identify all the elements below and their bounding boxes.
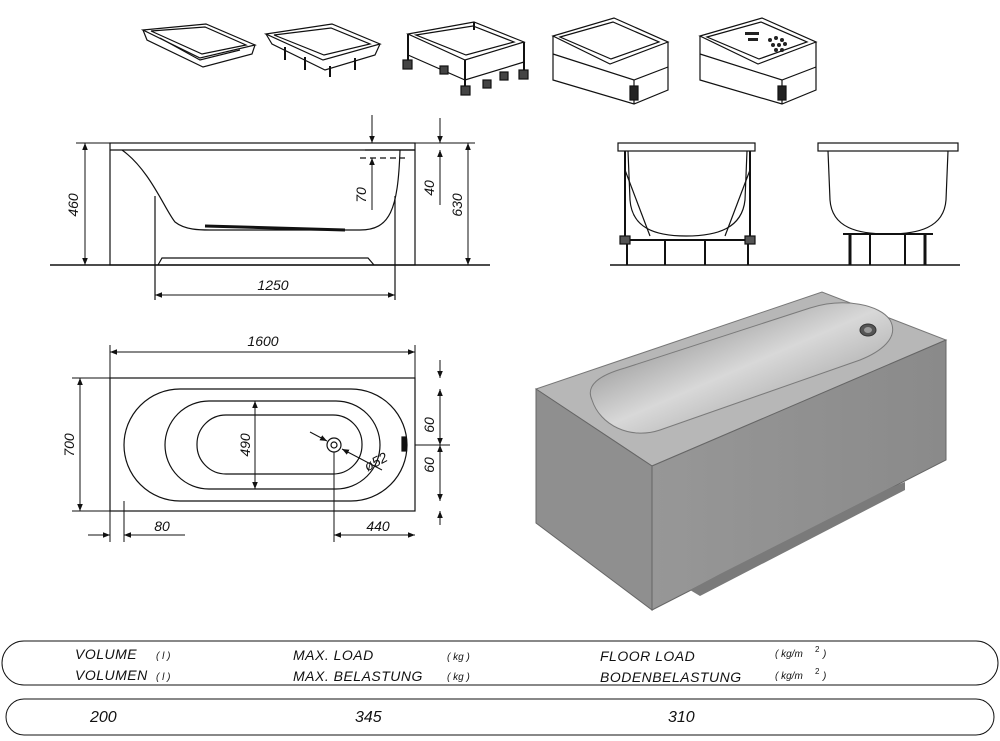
label-volume-en: VOLUME [75, 646, 137, 662]
label-floor-de: BODENBELASTUNG [600, 669, 742, 685]
value-floor-load: 310 [668, 709, 695, 726]
installation-variant-panel [551, 17, 670, 105]
side-dimension-lines [76, 115, 475, 298]
unit-floor-en: ( kg/m [775, 649, 803, 660]
dim-drain-diameter: ø52 [361, 449, 390, 475]
side-elevation [50, 142, 490, 300]
dim-drain-distance: 440 [366, 518, 390, 534]
label-load-en: MAX. LOAD [293, 647, 374, 663]
installation-variant-legs [263, 23, 382, 77]
label-volume-de: VOLUMEN [75, 667, 148, 683]
dim-total-length: 1600 [247, 333, 278, 349]
dim-rim-thickness: 40 [421, 180, 437, 196]
installation-variant-frame [402, 21, 529, 96]
plan-dimension-lines [72, 345, 450, 542]
dim-rim-offset-top: 60 [421, 417, 437, 433]
label-floor-en: FLOOR LOAD [600, 648, 695, 664]
plan-view [109, 377, 416, 512]
dim-inner-width: 490 [237, 433, 253, 457]
unit-floor-de-close: ) [822, 671, 826, 682]
unit-floor-en-close: ) [822, 649, 826, 660]
spec-table [1, 640, 999, 736]
dim-side-height: 460 [65, 193, 81, 217]
unit-load-en: ( kg ) [447, 652, 470, 663]
installation-variant-plain [140, 23, 257, 68]
spec-value-row [5, 698, 995, 736]
bathtub-3d-render [534, 291, 948, 611]
unit-floor-de: ( kg/m [775, 671, 803, 682]
value-max-load: 345 [355, 709, 382, 726]
dim-bottom-length: 1250 [257, 277, 288, 293]
unit-floor-en-sup: 2 [815, 645, 820, 654]
dim-total-width: 700 [61, 433, 77, 457]
end-elevation-frame [610, 142, 960, 266]
spec-header-row [1, 640, 999, 686]
unit-load-de: ( kg ) [447, 672, 470, 683]
value-volume: 200 [89, 709, 117, 726]
unit-volume-de: ( l ) [156, 672, 170, 683]
dim-total-height: 630 [449, 193, 465, 217]
unit-floor-de-sup: 2 [815, 667, 820, 676]
dim-rim-offset-bottom: 60 [421, 457, 437, 473]
dim-overflow-depth: 70 [353, 187, 369, 203]
unit-volume-en: ( l ) [156, 651, 170, 662]
label-load-de: MAX. BELASTUNG [293, 668, 423, 684]
installation-variant-whirlpool [698, 17, 818, 105]
dim-end-offset: 80 [154, 518, 170, 534]
end-elevation-legs [817, 142, 959, 265]
